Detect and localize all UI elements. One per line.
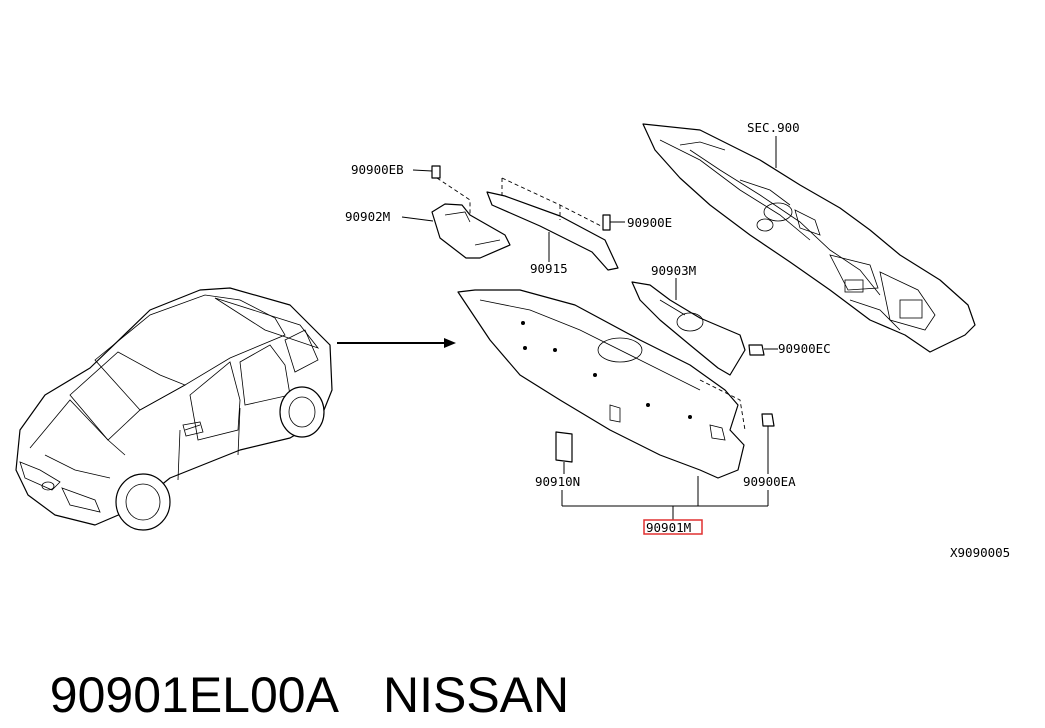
label-90900eb: 90900EB xyxy=(351,162,404,177)
label-90901m[interactable]: 90901M xyxy=(646,520,691,535)
label-90900e: 90900E xyxy=(627,215,672,230)
footer: 90901EL00A NISSAN xyxy=(22,596,1022,723)
brand-name: NISSAN xyxy=(382,667,570,723)
label-90910n: 90910N xyxy=(535,474,580,489)
label-90902m: 90902M xyxy=(345,209,390,224)
part-90901m xyxy=(457,289,746,479)
clip-90900ea xyxy=(761,413,775,427)
label-90900ec: 90900EC xyxy=(778,341,831,356)
part-90910n xyxy=(555,431,573,463)
label-90903m: 90903M xyxy=(651,263,696,278)
part-90902m xyxy=(431,203,511,259)
part-number: 90901EL00A xyxy=(49,667,339,723)
assembly-bracket xyxy=(561,476,769,520)
part-90915 xyxy=(486,177,619,271)
clip-90900ec xyxy=(748,344,765,356)
pointer-arrow xyxy=(337,338,456,348)
figure-id: X9090005 xyxy=(950,545,1010,560)
label-90900ea: 90900EA xyxy=(743,474,796,489)
leader-m2 xyxy=(401,216,434,222)
car-illustration xyxy=(15,287,333,531)
label-sec-900: SEC.900 xyxy=(747,120,800,135)
clip-90900e xyxy=(602,214,611,231)
leader-eb xyxy=(412,169,433,172)
part-90903m xyxy=(631,281,746,376)
clip-90900eb xyxy=(431,165,441,179)
label-90915: 90915 xyxy=(530,261,568,276)
highlight-box xyxy=(643,519,703,535)
parts-diagram: SEC.900 90900EB 90902M 90915 90900E 9090… xyxy=(15,120,1010,560)
dash-panel-part xyxy=(642,123,976,353)
